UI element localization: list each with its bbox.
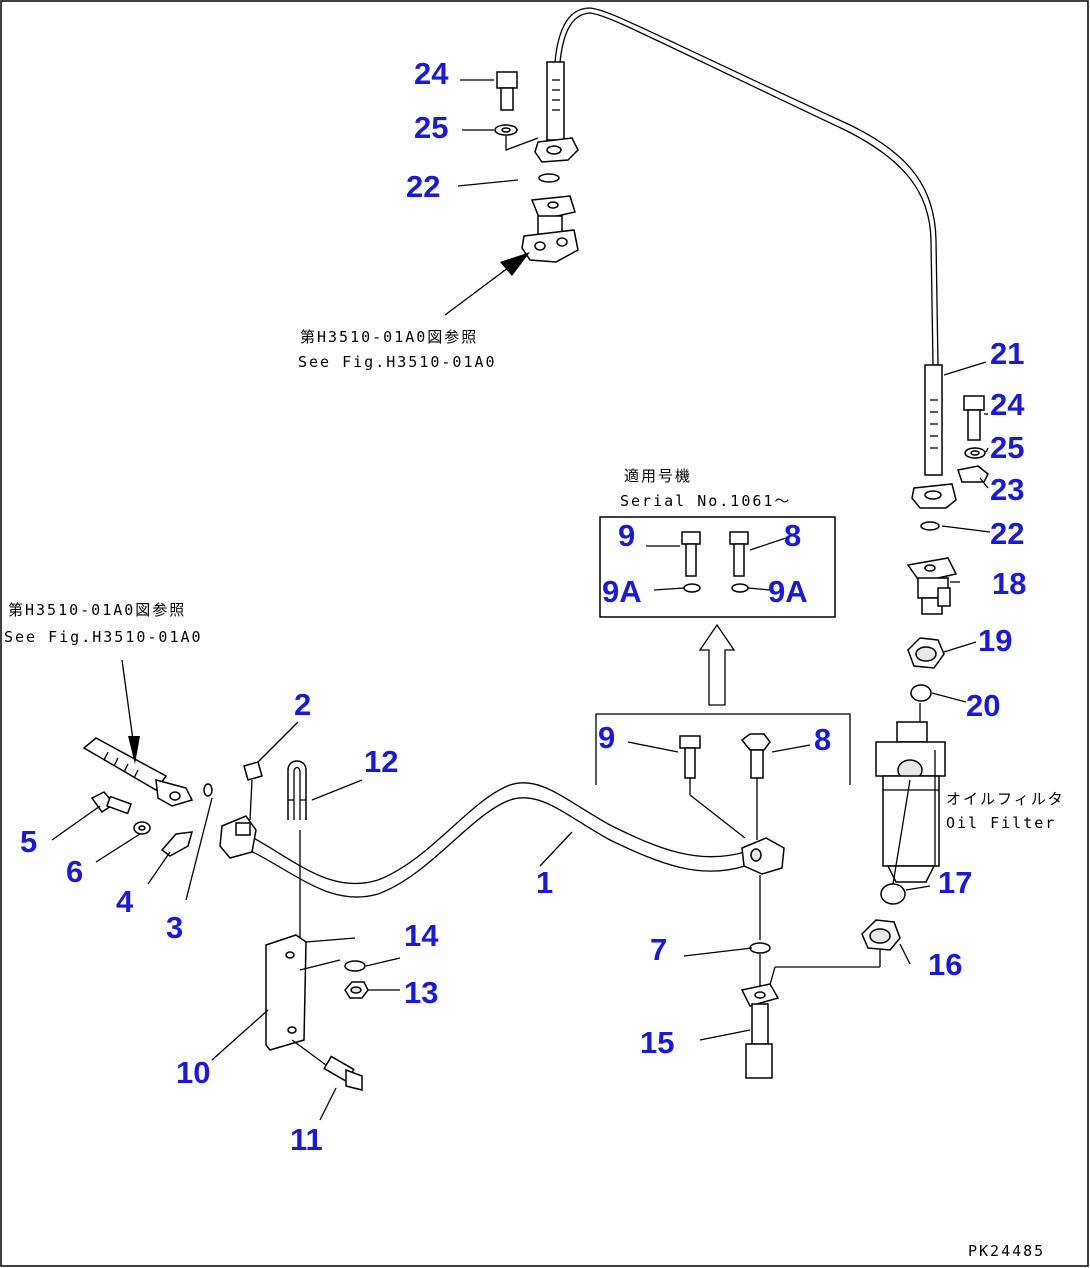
- oring-22-top: [538, 173, 560, 183]
- bolt-group-bracket: [595, 713, 851, 785]
- bracket-10: [265, 934, 356, 1051]
- callout-14: 14: [404, 918, 439, 953]
- callout-6: 6: [66, 854, 83, 889]
- ref-note-left-en: See Fig.H3510-01A0: [4, 628, 203, 646]
- callout-16: 16: [928, 947, 962, 982]
- nut-16: [861, 919, 901, 951]
- bolt-11: [291, 1039, 363, 1091]
- callout-25-right: 25: [990, 430, 1024, 465]
- leader-lines: [51, 79, 991, 1121]
- callout-22-top: 22: [406, 169, 440, 204]
- callout-19: 19: [978, 623, 1012, 658]
- oring-20: [910, 684, 932, 702]
- oring-3: [203, 783, 213, 797]
- filter-label-jp: オイルフィルタ: [946, 790, 1065, 808]
- callout-9-serial: 9: [618, 518, 635, 553]
- callout-2: 2: [294, 687, 311, 722]
- bolt-head-24: [496, 71, 518, 89]
- callout-5: 5: [20, 824, 37, 859]
- plug-2: [243, 761, 263, 821]
- callout-23: 23: [990, 472, 1024, 507]
- ref-note-left-jp: 第H3510-01A0図参照: [8, 601, 186, 619]
- oil-filter: [875, 721, 946, 883]
- callout-9-lower: 9: [598, 720, 615, 755]
- callout-7: 7: [650, 932, 667, 967]
- flange-block-top: [521, 195, 579, 263]
- callout-9A-right: 9A: [768, 574, 808, 609]
- filter-label-en: Oil Filter: [946, 814, 1056, 832]
- bolt-8-lower: [740, 733, 771, 840]
- ref-note-top-en: See Fig.H3510-01A0: [298, 353, 497, 371]
- callout-9A-left: 9A: [602, 574, 642, 609]
- callout-8-serial: 8: [784, 518, 801, 553]
- oring-17: [880, 883, 906, 905]
- callout-24-right: 24: [990, 387, 1025, 422]
- fitting-15: [740, 983, 780, 1079]
- hose-fitting-right: [911, 364, 957, 509]
- washer-14: [344, 960, 366, 972]
- oring-22-right: [920, 521, 940, 531]
- serial-box-bolts: [681, 531, 749, 593]
- bolt-5: [90, 791, 133, 815]
- nut-19: [907, 637, 945, 669]
- callout-22-right: 22: [990, 516, 1024, 551]
- callout-15: 15: [640, 1025, 674, 1060]
- drawing-code: PK24485: [968, 1242, 1045, 1260]
- tube-1: [244, 782, 746, 898]
- callout-3: 3: [166, 910, 183, 945]
- tube-flange-left: [219, 815, 257, 859]
- callout-8-lower: 8: [814, 722, 831, 757]
- callout-12: 12: [364, 744, 398, 779]
- bolt-shank-24: [500, 87, 514, 111]
- hose-upper: [534, 7, 939, 366]
- callout-1: 1: [536, 865, 553, 900]
- callout-13: 13: [404, 975, 438, 1010]
- hose-fitting-left: [82, 737, 213, 807]
- serial-note-jp: 適用号機: [624, 467, 692, 485]
- callout-11: 11: [290, 1122, 323, 1157]
- serial-note-en: Serial No.1061～: [620, 492, 791, 510]
- adapter-18: [906, 557, 958, 615]
- ref-arrow-left: [121, 659, 140, 764]
- clamp-4: [160, 831, 194, 857]
- serial-box: [599, 516, 836, 618]
- callout-10: 10: [176, 1055, 210, 1090]
- bolt-9-lower: [679, 735, 746, 839]
- ref-arrow-top: [444, 252, 530, 316]
- hollow-arrow: [698, 623, 736, 706]
- nut-13: [344, 981, 369, 999]
- u-bolt-12: [287, 760, 307, 820]
- callout-4: 4: [116, 884, 134, 919]
- top-fasteners: [457, 71, 560, 187]
- callout-20: 20: [966, 688, 1000, 723]
- callout-17: 17: [938, 865, 972, 900]
- tube-flange-right: [741, 837, 785, 875]
- callout-25-top: 25: [414, 110, 448, 145]
- hose-end-top: [546, 61, 565, 141]
- hose-end-right: [924, 364, 943, 476]
- callout-18: 18: [992, 566, 1026, 601]
- ref-note-top-jp: 第H3510-01A0図参照: [300, 328, 478, 346]
- oring-7: [749, 942, 771, 954]
- callout-24-top: 24: [414, 56, 449, 91]
- callout-21: 21: [990, 336, 1024, 371]
